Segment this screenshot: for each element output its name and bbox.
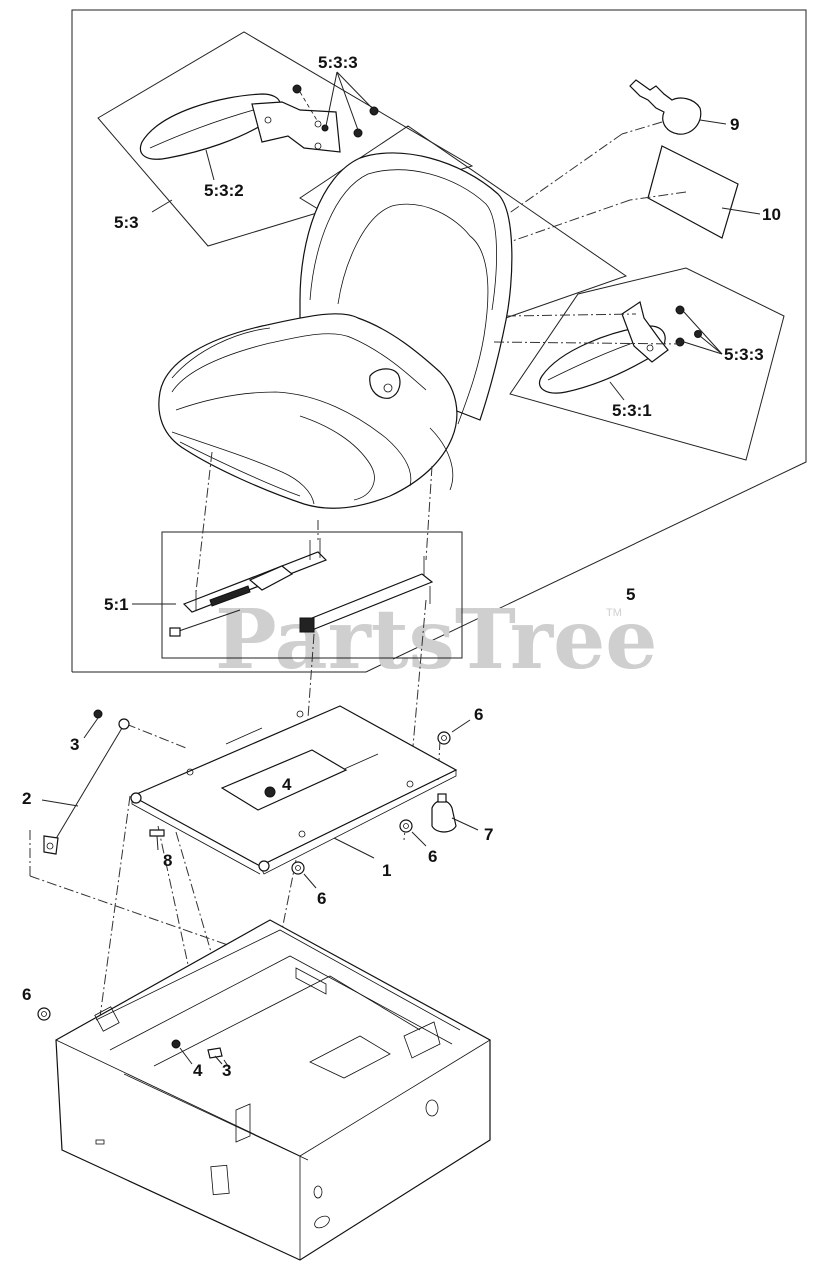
callout-5-3: 5:3 (114, 213, 139, 232)
callout-5-3-1: 5:3:1 (612, 401, 652, 420)
callout-9: 9 (730, 115, 739, 134)
seat-assembly-box (71, 9, 807, 673)
watermark-trademark: TM (606, 607, 622, 619)
watermark-text: PartsTree (215, 592, 657, 688)
callout-3-frame: 3 (222, 1061, 231, 1080)
callout-4-plate: 4 (282, 775, 292, 794)
callout-6-top: 6 (474, 705, 483, 724)
decal-part (497, 145, 761, 247)
callout-5: 5 (626, 585, 635, 604)
callout-1: 1 (382, 861, 391, 880)
armrest-left-screws (292, 71, 379, 138)
callout-3-top: 3 (70, 735, 79, 754)
callout-labels: 5:3:3 9 5:3:2 10 5:3 5:3:3 5:3:1 5 5:1 3… (22, 53, 781, 1080)
callout-5-3-2: 5:3:2 (204, 181, 244, 200)
callout-2: 2 (22, 789, 31, 808)
base-frame-part (37, 919, 491, 1261)
key-part (507, 79, 727, 215)
callout-7: 7 (484, 825, 493, 844)
callout-8: 8 (163, 851, 172, 870)
callout-6-low: 6 (317, 889, 326, 908)
callout-5-1: 5:1 (104, 595, 129, 614)
callout-6-frame: 6 (22, 985, 31, 1004)
callout-10: 10 (762, 205, 781, 224)
hardware-parts (149, 719, 479, 889)
armrest-left-group (97, 31, 474, 247)
callout-5-3-3-top: 5:3:3 (318, 53, 358, 72)
seat-plate-part (130, 705, 458, 875)
armrest-left-part (139, 93, 341, 160)
armrest-right-group (493, 267, 785, 461)
seat-slide-rails (132, 531, 463, 659)
seat-cable-part (41, 709, 130, 855)
seat-part (158, 152, 513, 509)
callout-6-mid: 6 (428, 847, 437, 866)
watermark: PartsTree TM (215, 592, 657, 688)
callout-5-3-3-right: 5:3:3 (724, 345, 764, 364)
callout-4-frame: 4 (193, 1061, 203, 1080)
